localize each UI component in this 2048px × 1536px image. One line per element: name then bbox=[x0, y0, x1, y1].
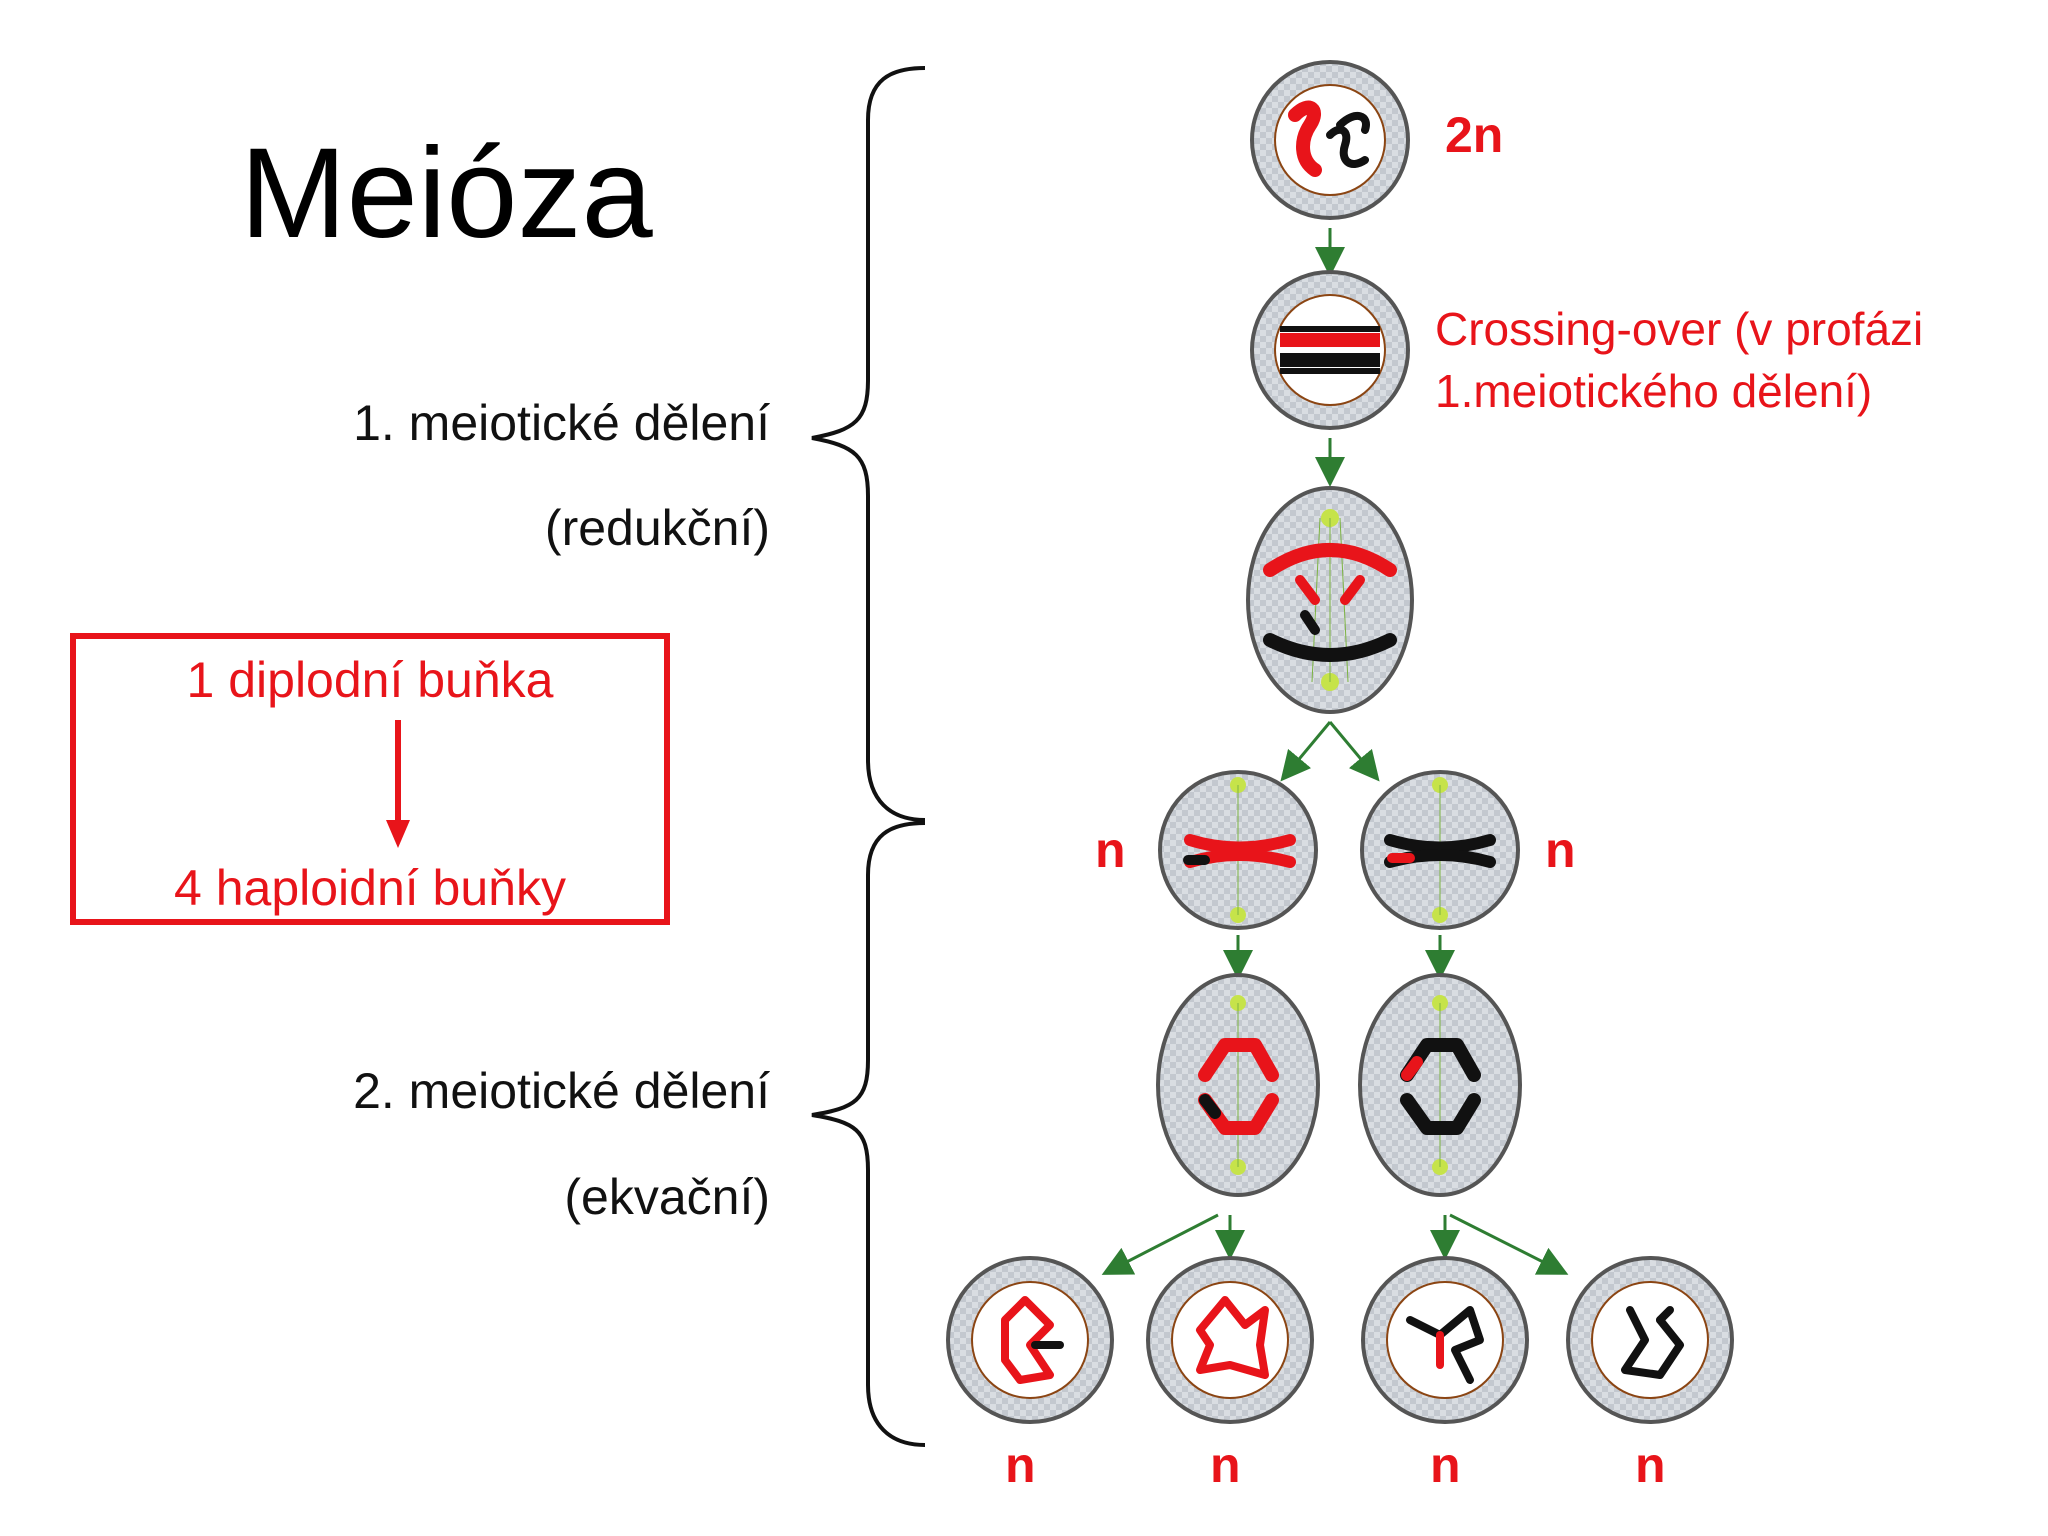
ploidy-n-label-meta-right: n bbox=[1545, 822, 1576, 878]
crossing-over-line2: 1.meiotického dělení) bbox=[1435, 365, 1873, 417]
division1-label: 1. meiotické dělení bbox=[353, 395, 770, 451]
cell-gamete-2 bbox=[1146, 1256, 1314, 1424]
cell-gamete-4 bbox=[1566, 1256, 1734, 1424]
cell-gamete-3 bbox=[1361, 1256, 1529, 1424]
crossing-over-line1: Crossing-over (v profázi bbox=[1435, 303, 1924, 355]
cell-anaphase-1 bbox=[1246, 486, 1414, 714]
summary-top-text: 1 diplodní buňka bbox=[186, 652, 554, 708]
brace-division2 bbox=[811, 821, 926, 1447]
down-arrow-icon bbox=[386, 720, 410, 848]
division2-label: 2. meiotické dělení bbox=[353, 1063, 770, 1119]
page-title: Meióza bbox=[240, 122, 653, 265]
cell-metaphase-2-right bbox=[1360, 770, 1520, 930]
meiosis-diagram bbox=[946, 60, 1734, 1424]
cell-anaphase-2-left bbox=[1156, 973, 1320, 1197]
summary-box bbox=[70, 633, 670, 925]
summary-bottom-text: 4 haploidní buňky bbox=[174, 860, 566, 916]
brace-division1 bbox=[811, 66, 926, 822]
ploidy-n-label-meta-left: n bbox=[1095, 822, 1126, 878]
ploidy-n-label-gamete-4: n bbox=[1635, 1437, 1666, 1493]
cell-gamete-1 bbox=[946, 1256, 1114, 1424]
cell-prophase-2n bbox=[1250, 60, 1410, 220]
division1-type: (redukční) bbox=[544, 500, 770, 556]
cell-metaphase-2-left bbox=[1158, 770, 1318, 930]
division2-type: (ekvační) bbox=[564, 1169, 770, 1225]
cell-anaphase-2-right bbox=[1358, 973, 1522, 1197]
ploidy-n-label-gamete-1: n bbox=[1005, 1437, 1036, 1493]
cell-crossing-over bbox=[1250, 270, 1410, 430]
ploidy-n-label-gamete-3: n bbox=[1430, 1437, 1461, 1493]
ploidy-n-label-gamete-2: n bbox=[1210, 1437, 1241, 1493]
ploidy-2n-label: 2n bbox=[1445, 107, 1504, 163]
